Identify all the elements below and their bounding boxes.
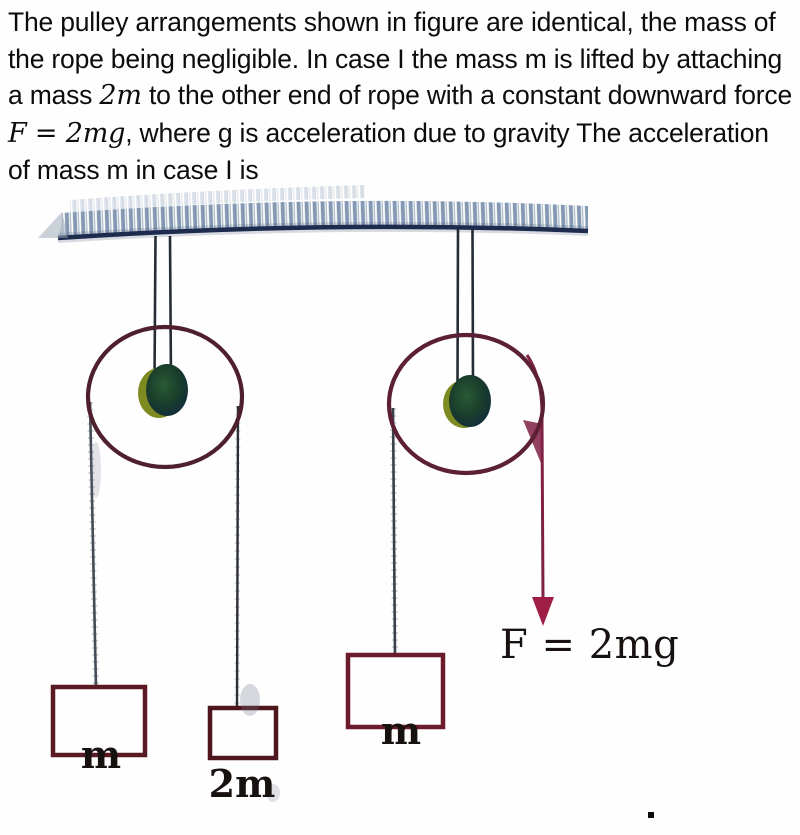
ceiling — [38, 185, 589, 243]
hanger-rope-right-a — [456, 228, 460, 385]
problem-line-2: the rope being negligible. In case I the… — [8, 41, 800, 78]
problem-line-5: of mass m in case I is — [8, 152, 800, 189]
pulley-wheel-case1 — [85, 324, 245, 470]
problem-text: The pulley arrangements shown in figure … — [8, 4, 800, 189]
hub-dark-core — [449, 375, 491, 427]
pulley-hub-case1 — [138, 364, 188, 418]
case1-ropes — [87, 401, 241, 710]
scan-smudge — [240, 684, 260, 716]
problem-line-3: a mass 2m to the other end of rope with … — [8, 77, 800, 115]
text-run: to the other end of rope with a constant… — [141, 80, 793, 110]
math-run-f2mg: F = 2mg — [8, 117, 126, 149]
hanger-rope-right-b — [471, 228, 475, 387]
hub-dark-core — [146, 364, 188, 416]
mass-box-case1-m — [50, 684, 148, 758]
math-run-2m: 2m — [99, 80, 142, 111]
ceiling-baseline — [57, 224, 589, 241]
label-mass-case1-left: m — [81, 732, 121, 777]
label-mass-case2: m — [381, 708, 421, 753]
pulley-hub-case2 — [443, 375, 491, 428]
mass-box-case1-2m — [207, 705, 279, 761]
text-run: of mass m in case I is — [8, 155, 259, 185]
mass-box-case2-m — [345, 652, 446, 730]
hanger-rope-left-a — [153, 235, 157, 381]
ceiling-left-fuzz — [38, 212, 68, 238]
problem-line-4: F = 2mg, where g is acceleration due to … — [8, 115, 800, 153]
label-mass-case1-right: 2m — [209, 761, 276, 806]
text-run: the rope being negligible. In case I the… — [8, 43, 783, 74]
pulley-wheel-case2 — [386, 332, 546, 476]
problem-line-1: The pulley arrangements shown in figure … — [8, 4, 800, 41]
text-run: a mass — [8, 80, 100, 110]
label-force: F = 2mg — [500, 622, 679, 668]
text-run: , where g is acceleration due to gravity… — [125, 117, 769, 148]
ceiling-hatch-band — [60, 200, 588, 237]
rope-case1-left — [88, 401, 98, 689]
ceiling-hatch-ghost — [70, 185, 365, 213]
stray-period-dot — [648, 812, 654, 818]
scan-smudge — [266, 784, 280, 802]
text-run: The pulley arrangements shown in figure … — [8, 7, 776, 37]
rope-case2-left — [391, 407, 397, 657]
scan-smudge — [91, 442, 101, 498]
rope-case1-right — [235, 405, 240, 710]
force-arrowhead-icon — [532, 597, 554, 626]
hanger-rope-left-b — [168, 235, 173, 383]
hanger-ropes — [153, 228, 475, 387]
